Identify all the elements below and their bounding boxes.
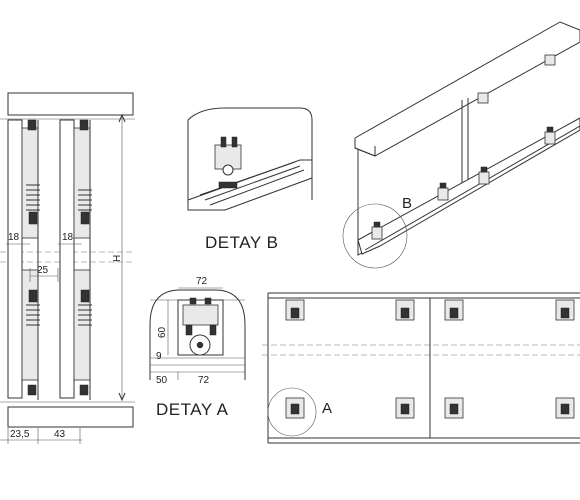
callout-a: A — [322, 400, 333, 417]
mechanism-top-left — [26, 119, 40, 225]
detail-b-view: DETAY B — [187, 107, 313, 252]
iso-hanger-top-1 — [477, 92, 489, 104]
callout-b: B — [402, 195, 413, 212]
dim-left-gap-1: 18 — [8, 232, 20, 243]
plan-hanger-top-1 — [285, 299, 305, 321]
dim-detail-a-top: 72 — [196, 276, 208, 287]
detail-a-label: DETAY A — [156, 400, 229, 419]
plan-hanger-bottom-1 — [285, 397, 305, 419]
plan-hanger-bottom-4 — [555, 397, 575, 419]
plan-hanger-top-4 — [555, 299, 575, 321]
mechanism-bottom-left — [26, 289, 40, 396]
dim-detail-a-bottom-2: 72 — [198, 375, 210, 386]
detail-a-view: 72 60 9 50 72 DETAY A — [149, 276, 246, 419]
plan-view: A — [262, 292, 580, 444]
dim-height: H — [112, 255, 123, 262]
plan-hanger-top-2 — [395, 299, 415, 321]
plan-hanger-top-3 — [444, 299, 464, 321]
dim-bottom-2: 43 — [54, 429, 66, 440]
detail-b-label: DETAY B — [205, 233, 278, 252]
dim-detail-a-bottom-1: 50 — [156, 375, 168, 386]
dim-left-gap-2: 18 — [62, 232, 74, 243]
carriage-a — [177, 297, 224, 356]
mechanism-top-right — [78, 119, 92, 225]
dim-center-gap: 25 — [37, 265, 49, 276]
dim-detail-a-offset: 9 — [156, 351, 162, 362]
plan-hanger-bottom-3 — [444, 397, 464, 419]
dim-bottom-1: 23,5 — [10, 429, 30, 440]
iso-hanger-2 — [437, 182, 449, 201]
dim-detail-a-height: 60 — [157, 326, 168, 338]
iso-hanger-1 — [371, 221, 383, 240]
isometric-view: B — [342, 21, 580, 269]
iso-hanger-top-2 — [544, 54, 556, 66]
hanger-b — [214, 136, 242, 189]
section-view: 18 18 25 H 23,5 43 — [0, 92, 135, 444]
mechanism-bottom-right — [78, 289, 92, 396]
plan-hanger-bottom-2 — [395, 397, 415, 419]
iso-hanger-4 — [544, 126, 556, 145]
iso-hanger-3 — [478, 166, 490, 185]
